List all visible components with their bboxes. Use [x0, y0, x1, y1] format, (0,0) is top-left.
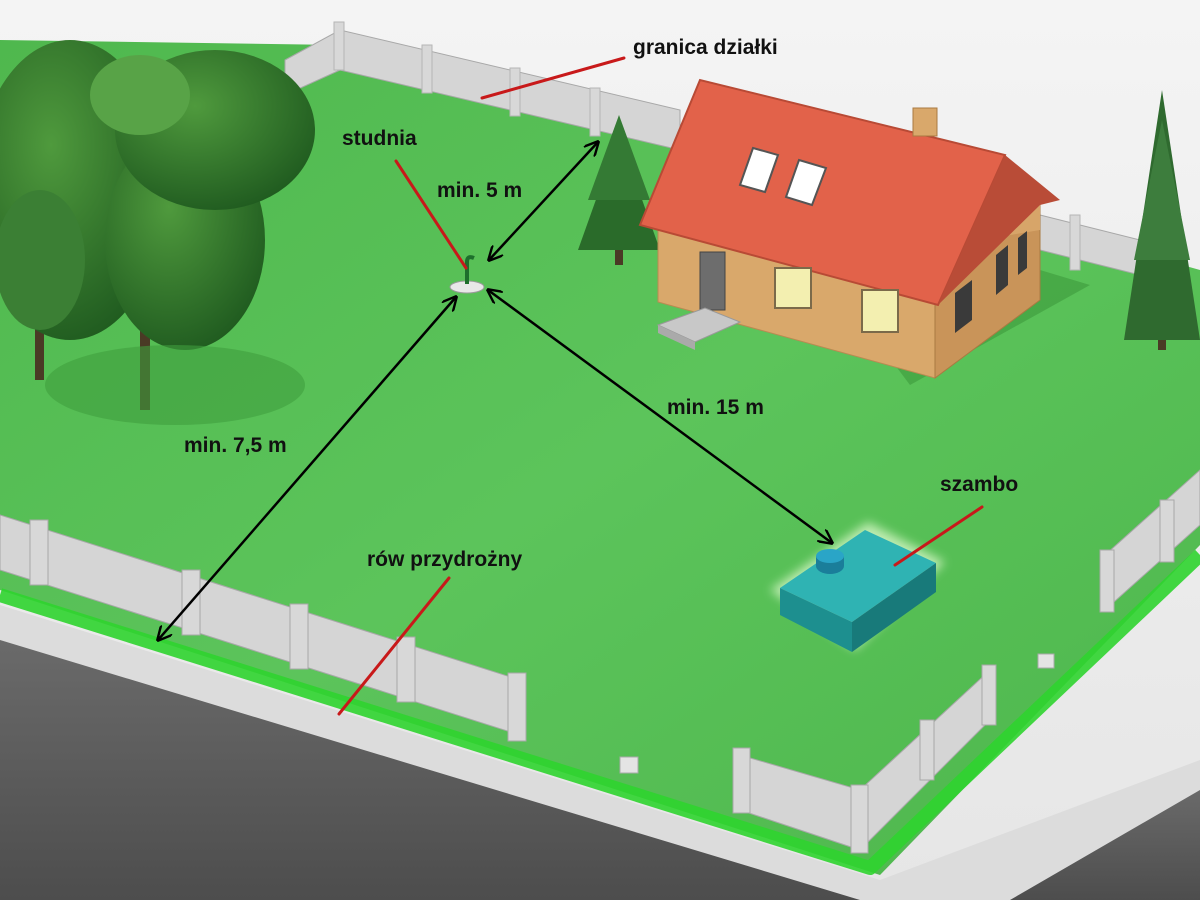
label-distance-7-5m: min. 7,5 m — [184, 434, 287, 457]
roof-window — [738, 146, 780, 194]
house-window — [774, 267, 812, 309]
distance-arrow-well-septic — [488, 290, 832, 543]
tree-shadow — [45, 345, 305, 425]
tree-icon — [1124, 90, 1200, 350]
septic-tank-icon — [770, 522, 945, 652]
distance-arrow-well-boundary — [489, 142, 598, 260]
leader-line-septic — [893, 505, 984, 567]
leader-line-well — [394, 159, 468, 270]
house-window — [1018, 231, 1027, 275]
front-fence-right — [732, 469, 1200, 854]
house-door — [699, 251, 726, 311]
house-window — [996, 245, 1008, 295]
house-window — [861, 289, 899, 333]
label-boundary: granica działki — [633, 36, 778, 59]
boundary-stone — [619, 756, 639, 774]
road — [0, 605, 1200, 900]
roof-window — [784, 158, 828, 207]
chimney — [912, 107, 938, 137]
label-distance-5m: min. 5 m — [437, 179, 522, 202]
house-window — [955, 280, 972, 333]
label-septic: szambo — [940, 473, 1018, 496]
distance-arrow-well-road — [158, 297, 456, 640]
label-well: studnia — [342, 127, 417, 150]
boundary-stone — [1037, 653, 1055, 669]
label-distance-15m: min. 15 m — [667, 396, 764, 419]
well-icon — [449, 255, 485, 294]
label-ditch: rów przydrożny — [367, 548, 523, 571]
leader-line-boundary — [480, 56, 626, 100]
roadside-ditch — [0, 549, 1200, 875]
